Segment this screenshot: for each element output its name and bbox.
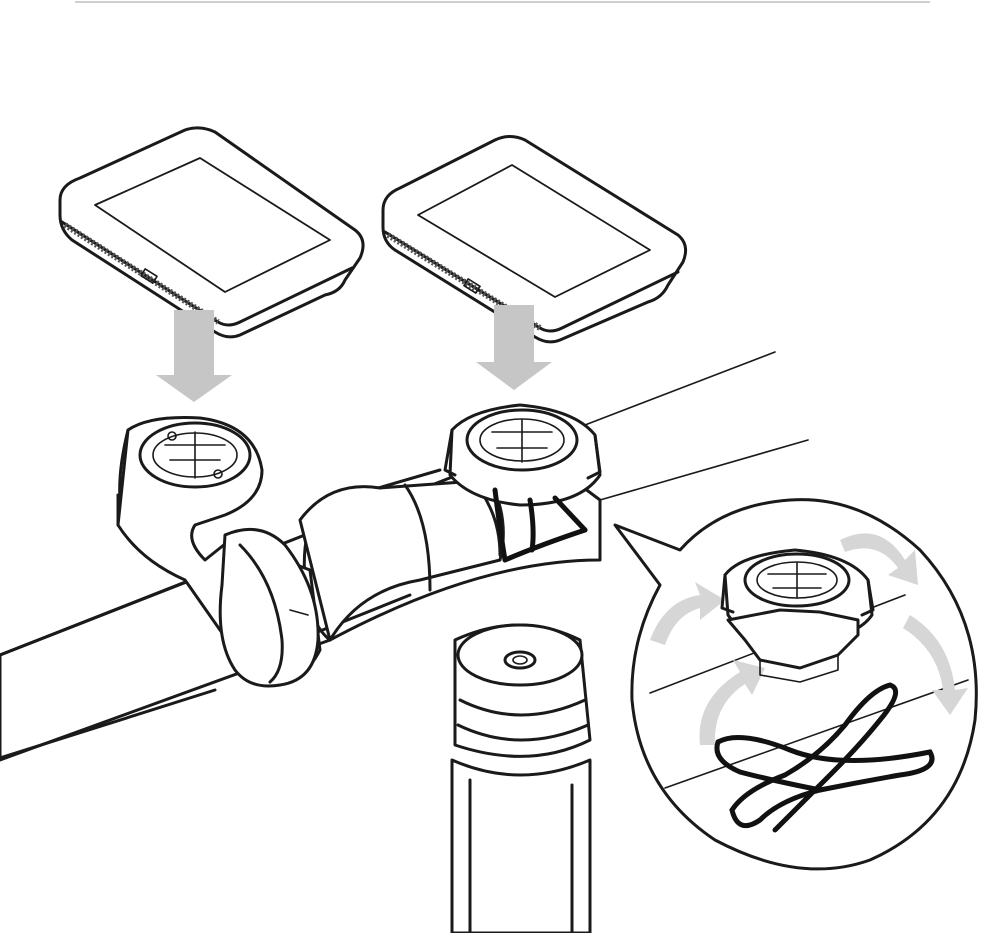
- stem-band-mount: [443, 403, 602, 563]
- bike-computer-right: [381, 135, 688, 344]
- out-front-mount: [116, 416, 322, 688]
- arrow-down-right: [476, 305, 552, 390]
- arrow-down-left: [156, 310, 232, 402]
- detail-callout: [613, 498, 978, 871]
- bike-computer-left: [58, 126, 365, 339]
- stem: [298, 476, 592, 933]
